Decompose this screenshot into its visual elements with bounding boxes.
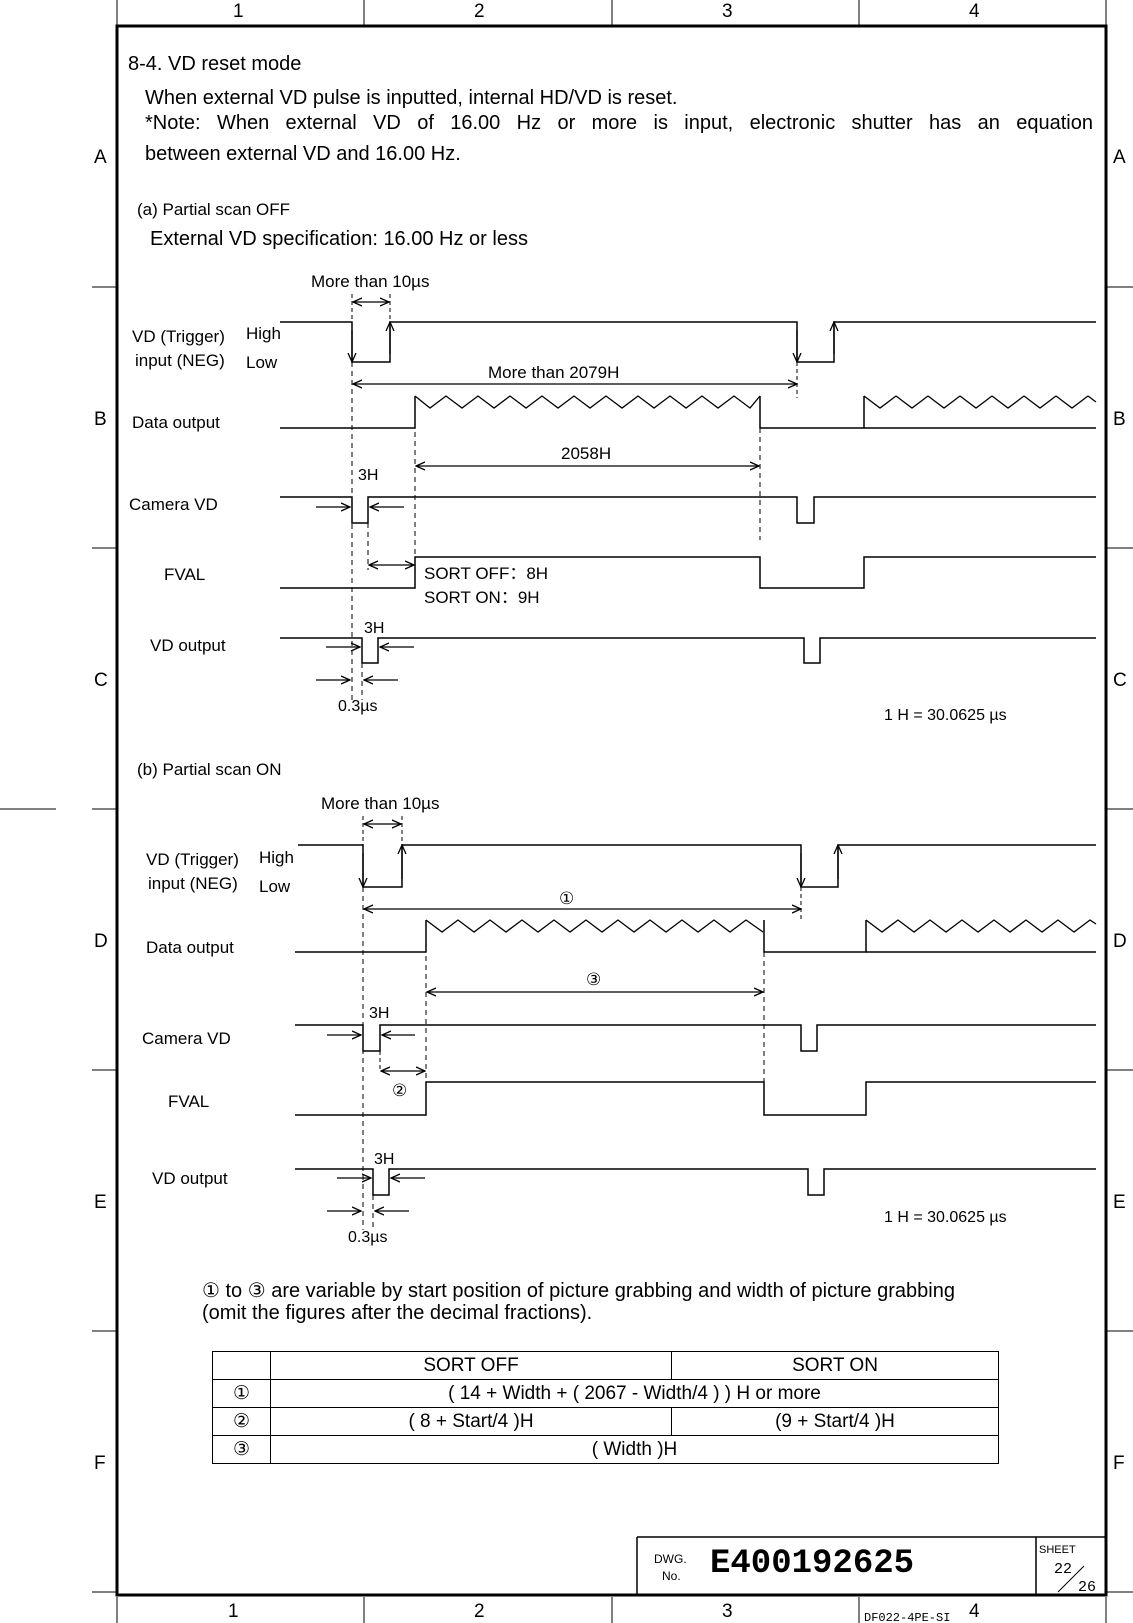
- row-label: A: [1113, 147, 1126, 168]
- table-cell-sort-on: (9 + Start/4 )H: [671, 1407, 999, 1436]
- row-label: D: [94, 931, 108, 952]
- dwg-no-label: No.: [662, 1569, 681, 1583]
- h-definition-label: 1 H = 30.0625 µs: [884, 1209, 1007, 1226]
- waveform-vd-output: [280, 637, 1096, 664]
- min-pulse-label: More than 10µs: [321, 794, 439, 813]
- sort-off-delay-label: SORT OFF：8H: [424, 564, 548, 583]
- signal-label-camera-vd: Camera VD: [142, 1029, 231, 1048]
- table-header-cell: SORT ON: [671, 1351, 999, 1380]
- waveform-fval: [295, 1081, 1096, 1116]
- note-line-continued: between external VD and 16.00 Hz.: [145, 143, 461, 165]
- row-id: ③: [212, 1435, 271, 1464]
- sheet-total: 26: [1078, 1579, 1096, 1596]
- data-zigzag: [425, 919, 764, 933]
- signal-label-vd-trigger: VD (Trigger): [132, 327, 225, 346]
- table-row: ① ( 14 + Width + ( 2067 - Width/4 ) ) H …: [212, 1379, 999, 1408]
- sheet-label: SHEET: [1039, 1544, 1076, 1556]
- level-low-label: Low: [259, 877, 291, 896]
- diagram-a-title: (a) Partial scan OFF: [137, 200, 290, 219]
- sheet-number: 22: [1054, 1561, 1072, 1578]
- row-label: C: [94, 670, 108, 691]
- column-label: 1: [233, 1, 244, 22]
- period-label: More than 2079H: [488, 363, 619, 382]
- data-zigzag: [865, 919, 1097, 933]
- level-high-label: High: [246, 324, 281, 343]
- camera-vd-width-label: 3H: [358, 467, 378, 484]
- row-label: B: [1113, 409, 1126, 430]
- row-label: C: [1113, 670, 1127, 691]
- column-label: 2: [474, 1, 485, 22]
- form-code: DF022-4PE-SI: [864, 1611, 950, 1623]
- level-high-label: High: [259, 848, 294, 867]
- row-label: D: [1113, 931, 1127, 952]
- parameter-table: SORT OFF SORT ON ① ( 14 + Width + ( 2067…: [212, 1351, 999, 1464]
- signal-label-data-output: Data output: [132, 413, 220, 432]
- row-label: E: [1113, 1192, 1126, 1213]
- table-header-cell: [212, 1351, 271, 1380]
- signal-label-vd-trigger: VD (Trigger): [146, 850, 239, 869]
- footnote-line: ① to ③ are variable by start position of…: [202, 1280, 955, 1302]
- data-length-label: ③: [586, 970, 601, 989]
- vd-output-width-label: 3H: [364, 620, 384, 637]
- diagram-b-title: (b) Partial scan ON: [137, 760, 282, 779]
- table-cell-merged: ( Width )H: [270, 1435, 999, 1464]
- level-low-label: Low: [246, 353, 278, 372]
- signal-label-vd-output: VD output: [152, 1169, 228, 1188]
- period-label: ①: [559, 889, 574, 908]
- row-id: ①: [212, 1379, 271, 1408]
- section-heading: 8-4. VD reset mode: [128, 53, 302, 75]
- signal-label-fval: FVAL: [164, 565, 205, 584]
- diagram-a-spec: External VD specification: 16.00 Hz or l…: [150, 228, 528, 250]
- column-label: 2: [474, 1601, 485, 1622]
- footnote-line-continued: (omit the figures after the decimal frac…: [202, 1302, 593, 1324]
- data-zigzag: [414, 395, 761, 409]
- drawing-number: E400192625: [710, 1545, 914, 1583]
- signal-label-camera-vd: Camera VD: [129, 495, 218, 514]
- signal-label-vd-input: input (NEG): [135, 351, 225, 370]
- signal-label-vd-output: VD output: [150, 636, 226, 655]
- description-line: When external VD pulse is inputted, inte…: [145, 87, 678, 109]
- dwg-label: DWG.: [654, 1552, 687, 1566]
- column-label: 3: [722, 1601, 733, 1622]
- table-cell-sort-off: ( 8 + Start/4 )H: [270, 1407, 672, 1436]
- delay-label: 0.3µs: [338, 698, 377, 715]
- fval-delay-label: ②: [392, 1081, 407, 1100]
- data-length-label: 2058H: [561, 444, 611, 463]
- row-label: A: [94, 147, 107, 168]
- row-label: F: [94, 1453, 106, 1474]
- waveform-fval: [280, 556, 1096, 589]
- camera-vd-width-label: 3H: [369, 1005, 389, 1022]
- column-label: 4: [969, 1601, 980, 1622]
- signal-label-vd-input: input (NEG): [148, 874, 238, 893]
- table-header-row: SORT OFF SORT ON: [212, 1351, 999, 1380]
- table-cell-merged: ( 14 + Width + ( 2067 - Width/4 ) ) H or…: [270, 1379, 999, 1408]
- vd-output-width-label: 3H: [374, 1151, 394, 1168]
- table-header-cell: SORT OFF: [270, 1351, 672, 1380]
- row-label: F: [1113, 1453, 1125, 1474]
- column-label: 4: [969, 1, 980, 22]
- row-id: ②: [212, 1407, 271, 1436]
- h-definition-label: 1 H = 30.0625 µs: [884, 707, 1007, 724]
- table-row: ② ( 8 + Start/4 )H (9 + Start/4 )H: [212, 1407, 999, 1436]
- column-label: 3: [722, 1, 733, 22]
- row-label: E: [94, 1192, 107, 1213]
- row-label: B: [94, 409, 107, 430]
- note-line: *Note: When external VD of 16.00 Hz or m…: [145, 112, 1093, 134]
- data-zigzag: [863, 395, 1097, 409]
- column-label: 1: [228, 1601, 239, 1622]
- waveform-camera-vd: [295, 1024, 1096, 1052]
- min-pulse-label: More than 10µs: [311, 272, 429, 291]
- waveform-vd-output: [295, 1168, 1096, 1196]
- signal-label-fval: FVAL: [168, 1092, 209, 1111]
- delay-label: 0.3µs: [348, 1229, 387, 1246]
- table-row: ③ ( Width )H: [212, 1435, 999, 1464]
- waveform-camera-vd: [280, 496, 1096, 524]
- signal-label-data-output: Data output: [146, 938, 234, 957]
- sort-on-delay-label: SORT ON：9H: [424, 588, 540, 607]
